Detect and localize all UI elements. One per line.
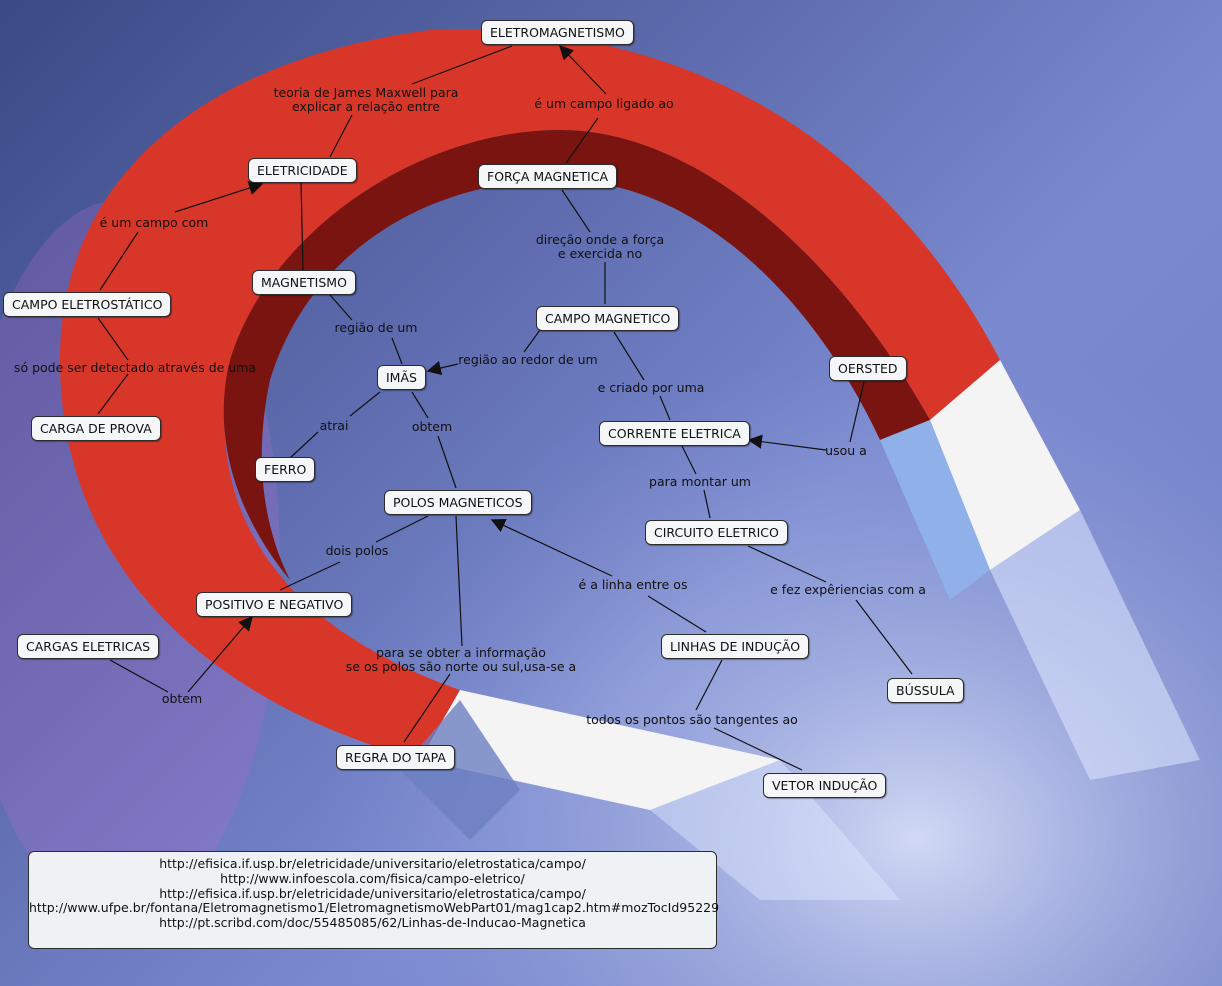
concept-linhas-inducao[interactable]: LINHAS DE INDUÇÃO: [661, 634, 810, 659]
references-box: http://efisica.if.usp.br/eletricidade/un…: [28, 851, 720, 949]
link-regiao-de-um: região de um: [334, 320, 418, 335]
concept-corrente-eletrica[interactable]: CORRENTE ELETRICA: [599, 421, 750, 446]
link-direcao-line-2: e exercida no: [557, 246, 643, 261]
link-tangentes: todos os pontos são tangentes ao: [586, 712, 798, 727]
link-detectado: só pode ser detectado através de uma: [13, 360, 257, 375]
link-atrai: atrai: [319, 418, 349, 433]
concept-circuito-eletrico[interactable]: CIRCUITO ELETRICO: [645, 520, 788, 545]
concept-campo-magnetico[interactable]: CAMPO MAGNETICO: [536, 306, 680, 331]
link-obtem-polos: obtem: [411, 419, 453, 434]
link-teoria-maxwell: teoria de James Maxwell para explicar a …: [274, 86, 459, 114]
link-direcao-forca: direção onde a força e exercida no: [536, 233, 664, 261]
concept-vetor-inducao[interactable]: VETOR INDUÇÃO: [763, 773, 887, 798]
concept-ferro[interactable]: FERRO: [255, 457, 316, 482]
reference-link[interactable]: http://efisica.if.usp.br/eletricidade/un…: [159, 885, 586, 901]
link-obter-informacao: para se obter a informação se os polos s…: [346, 646, 576, 674]
reference-link[interactable]: http://www.ufpe.br/fontana/Eletromagneti…: [29, 900, 720, 916]
link-dois-polos: dois polos: [325, 543, 389, 558]
concept-regra-do-tapa[interactable]: REGRA DO TAPA: [336, 745, 455, 770]
concept-oersted[interactable]: OERSTED: [829, 356, 907, 381]
concept-bussula[interactable]: BÚSSULA: [887, 678, 964, 703]
link-linha-entre: é a linha entre os: [578, 577, 688, 592]
link-direcao-line-1: direção onde a força: [535, 232, 665, 247]
concept-forca-magnetica[interactable]: FORÇA MAGNETICA: [478, 164, 617, 189]
link-campo-ligado: é um campo ligado ao: [534, 96, 674, 111]
concept-polos-magneticos[interactable]: POLOS MAGNETICOS: [384, 490, 532, 515]
concept-eletricidade[interactable]: ELETRICIDADE: [248, 158, 357, 183]
concept-carga-de-prova[interactable]: CARGA DE PROVA: [31, 416, 161, 441]
concept-positivo-negativo[interactable]: POSITIVO E NEGATIVO: [196, 592, 353, 617]
link-para-montar: para montar um: [649, 474, 751, 489]
reference-link[interactable]: http://efisica.if.usp.br/eletricidade/un…: [159, 856, 586, 871]
link-criado-por: e criado por uma: [597, 380, 705, 395]
link-teoria-line-2: explicar a relação entre: [292, 99, 440, 114]
reference-link[interactable]: http://pt.scribd.com/doc/55485085/62/Lin…: [159, 915, 586, 931]
concept-cargas-eletricas[interactable]: CARGAS ELETRICAS: [17, 634, 160, 659]
concept-magnetismo[interactable]: MAGNETISMO: [252, 270, 356, 295]
reference-link[interactable]: http://www.infoescola.com/fisica/campo-e…: [220, 870, 525, 886]
link-teoria-line-1: teoria de James Maxwell para: [273, 85, 459, 100]
link-campo-com: é um campo com: [99, 215, 209, 230]
link-regiao-redor: região ao redor de um: [458, 352, 598, 367]
concept-imas[interactable]: IMÃS: [377, 365, 426, 390]
link-fez-experiencias: e fez expêriencias com a: [770, 582, 926, 597]
concept-eletromagnetismo[interactable]: ELETROMAGNETISMO: [481, 20, 634, 45]
link-usou-a: usou a: [825, 443, 867, 458]
link-obtem-cargas: obtem: [161, 691, 203, 706]
concept-campo-eletrostatico[interactable]: CAMPO ELETROSTÁTICO: [3, 292, 172, 317]
link-obter-line-2: se os polos são norte ou sul,usa-se a: [345, 659, 577, 674]
link-obter-line-1: para se obter a informação: [376, 645, 546, 660]
